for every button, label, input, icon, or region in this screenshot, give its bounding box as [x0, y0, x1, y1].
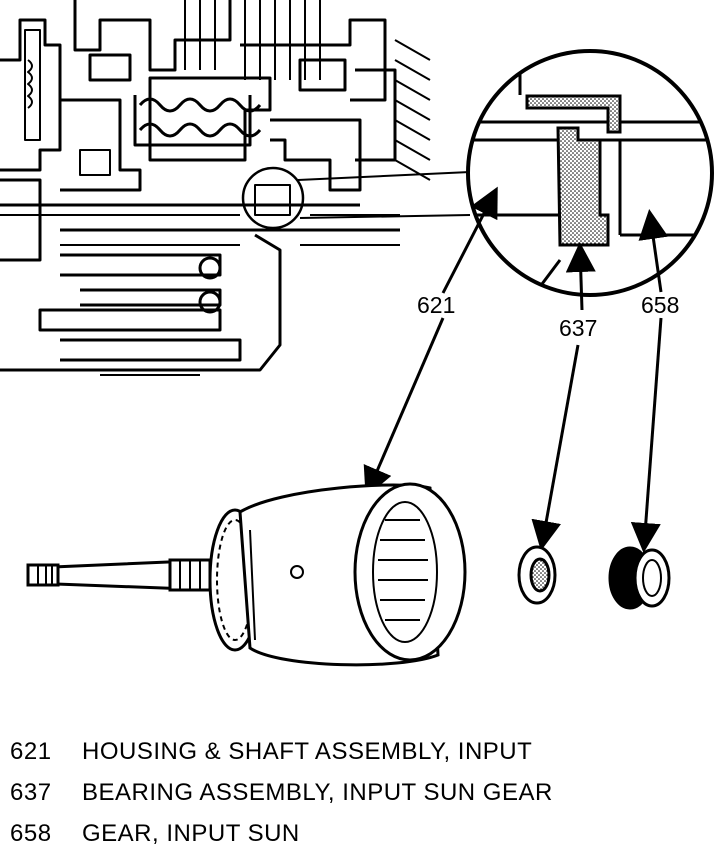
leader-arrows	[363, 186, 669, 553]
housing-shaft-assembly	[26, 482, 467, 667]
legend-number: 637	[10, 779, 52, 806]
legend-description: HOUSING & SHAFT ASSEMBLY, INPUT	[82, 738, 533, 765]
transmission-cross-section	[0, 0, 431, 376]
legend-number: 658	[10, 820, 52, 847]
callout-637: 637	[559, 315, 597, 341]
exploded-view-diagram: 621 637 658	[0, 0, 714, 667]
legend-description: BEARING ASSEMBLY, INPUT SUN GEAR	[82, 779, 553, 806]
sun-gear-part	[608, 546, 671, 610]
bearing-part	[517, 545, 557, 605]
detail-leader-lines	[297, 171, 471, 219]
legend-description: GEAR, INPUT SUN	[82, 820, 300, 847]
magnified-detail	[466, 49, 714, 297]
callout-621: 621	[417, 292, 455, 318]
legend-number: 621	[10, 738, 52, 765]
seal-shape	[525, 94, 622, 134]
bearing-shape	[556, 126, 610, 247]
callout-658: 658	[641, 292, 679, 318]
